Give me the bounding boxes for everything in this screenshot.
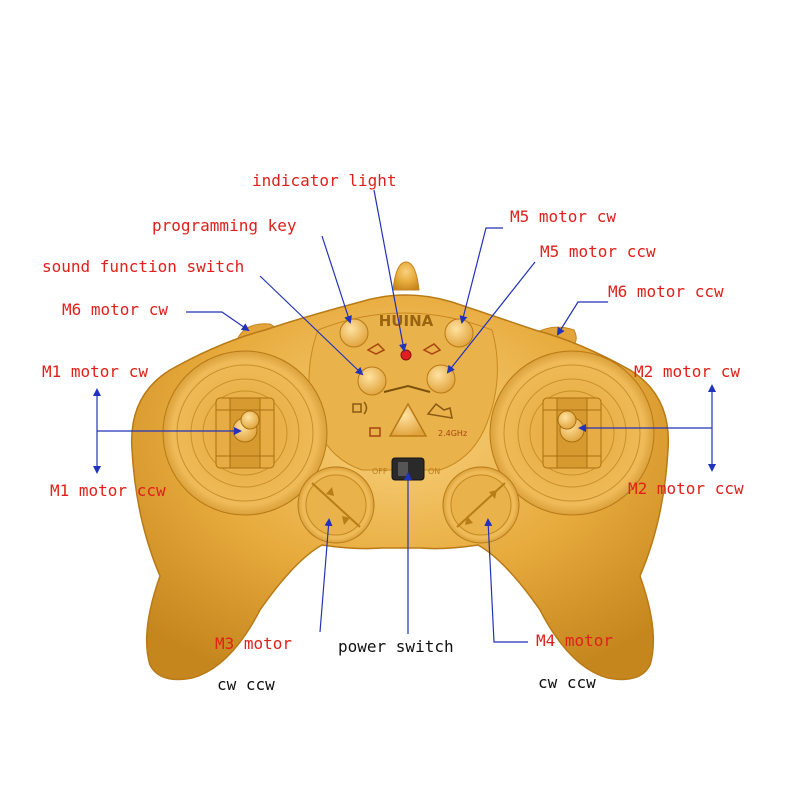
label-m1-motor-cw: M1 motor cw [42,363,148,381]
label-m4-cw-ccw: cw ccw [538,674,596,692]
label-m6-motor-cw: M6 motor cw [62,301,168,319]
label-m2-motor-ccw: M2 motor ccw [628,480,744,498]
switch-on-text: ON [428,467,440,476]
label-m2-motor-cw: M2 motor cw [634,363,740,381]
switch-off-text: OFF [372,467,388,476]
antenna [393,262,419,290]
label-m6-motor-ccw: M6 motor ccw [608,283,724,301]
brand-logo: HUINA [379,312,434,330]
leader-m6-cw [186,312,248,330]
label-programming-key: programming key [152,217,297,235]
m5-cw-button[interactable] [445,319,473,347]
label-m5-motor-cw: M5 motor cw [510,208,616,226]
label-m1-motor-ccw: M1 motor ccw [50,482,166,500]
label-m3-motor: M3 motor [215,635,292,653]
label-power-switch: power switch [338,638,454,656]
indicator-light [401,350,411,360]
m4-rocker[interactable] [443,467,519,543]
label-sound-function-switch: sound function switch [42,258,244,276]
label-m3-cw-ccw: cw ccw [217,676,275,694]
frequency-label: 2.4GHz [438,429,467,438]
sound-function-button[interactable] [358,367,386,395]
programming-key-button[interactable] [340,319,368,347]
label-m5-motor-ccw: M5 motor ccw [540,243,656,261]
label-m4-motor: M4 motor [536,632,613,650]
label-indicator-light: indicator light [252,172,397,190]
m3-rocker[interactable] [298,467,374,543]
